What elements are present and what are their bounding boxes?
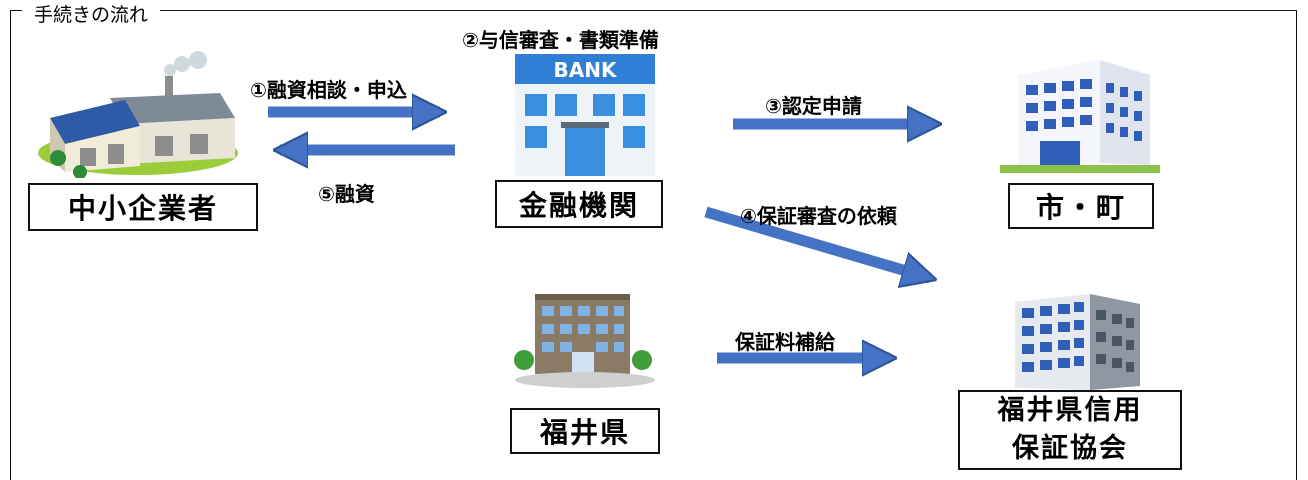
- step3-label: ③認定申請: [765, 94, 862, 118]
- association-building-icon: [1015, 294, 1140, 390]
- sme-box: 中小企業者: [28, 183, 258, 231]
- bank-box: 金融機関: [495, 180, 663, 228]
- diagram-frame: [10, 10, 1297, 480]
- arrow-guarantee-request: [704, 206, 930, 278]
- prefectural-office-icon: [514, 294, 655, 388]
- bank-sign: BANK: [554, 58, 618, 82]
- step1-label: ①融資相談・申込: [250, 78, 407, 102]
- step5-label: ⑤融資: [318, 182, 375, 206]
- step4-label: ④保証審査の依頼: [740, 204, 897, 228]
- step2-label: ②与信審査・書類準備: [462, 28, 659, 52]
- association-name-line2: 保証協会: [1012, 433, 1128, 464]
- diagram-title: 手続きの流れ: [22, 0, 161, 30]
- city-box: 市・町: [1008, 183, 1154, 229]
- prefecture-box: 福井県: [510, 408, 660, 454]
- association-box: 福井県信用 保証協会: [958, 390, 1182, 470]
- subsidy-label: 保証料補給: [735, 330, 835, 354]
- factory-icon: [38, 51, 238, 178]
- city-hall-icon: [1000, 60, 1160, 173]
- bank-building-icon: BANK: [515, 54, 655, 176]
- flow-arrows: [268, 0, 1308, 465]
- association-name-line1: 福井県信用: [997, 395, 1143, 426]
